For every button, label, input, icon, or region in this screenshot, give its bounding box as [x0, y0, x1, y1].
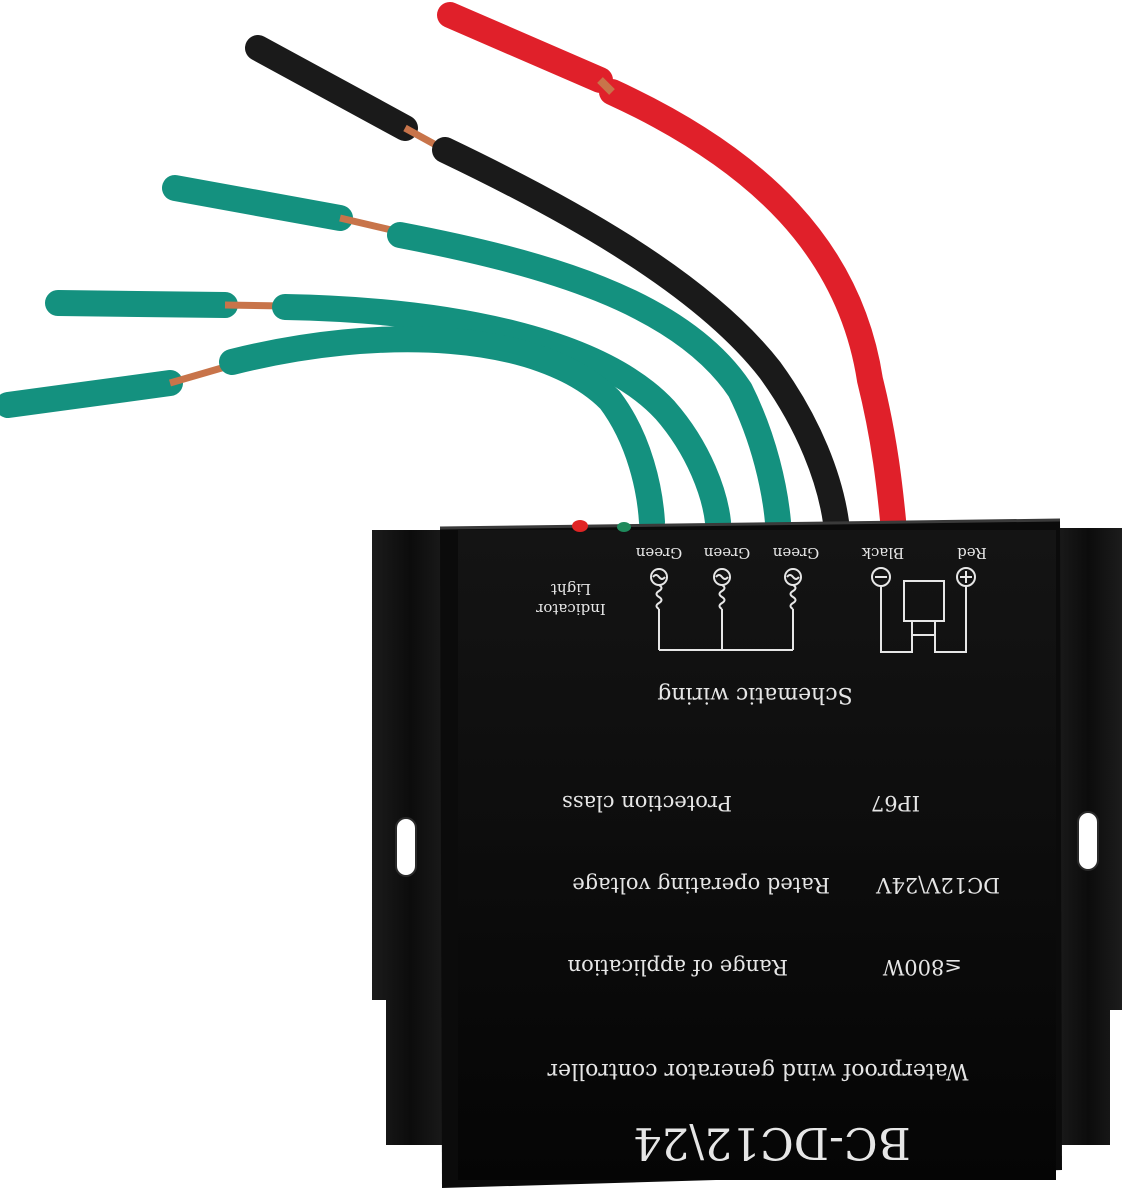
indicator-label-line2: Indicator	[535, 600, 605, 618]
wire-label-green-2: Green	[703, 544, 750, 562]
model-number: BC-DC12\24	[633, 1117, 910, 1168]
spec-value-voltage: DC12V\24V	[875, 873, 1000, 897]
generator-phase-2-icon	[713, 568, 731, 650]
wire-label-green-3: Green	[772, 544, 819, 562]
spec-label-voltage: Rated operating voltage	[572, 873, 830, 897]
black-wire	[245, 35, 849, 535]
wiring-schematic	[650, 567, 976, 653]
generator-phase-3-icon	[784, 568, 802, 650]
red-wire	[437, 2, 906, 533]
green-wire-1	[162, 175, 791, 535]
printed-labels: Green Green Green Black Red Light Indica…	[535, 544, 1000, 1168]
green-wire-2	[45, 290, 731, 535]
right-mounting-slot	[1077, 811, 1099, 871]
product-title: Waterproof wind generator controller	[547, 1058, 968, 1083]
spec-label-protection: Protection class	[562, 791, 732, 815]
wiring-title: Schematic wiring	[657, 682, 852, 707]
generator-phase-1-icon	[650, 568, 668, 650]
red-indicator-led	[572, 520, 588, 532]
spec-value-protection: IP67	[871, 791, 920, 815]
wire-bundle	[0, 2, 906, 535]
battery-icon	[903, 580, 945, 622]
green-indicator-led	[617, 522, 631, 532]
front-panel	[458, 530, 1056, 1180]
spec-label-range: Range of application	[568, 955, 788, 979]
wire-label-green-1: Green	[635, 544, 682, 562]
left-mounting-slot	[395, 817, 417, 877]
green-wire-3	[0, 326, 665, 535]
spec-value-range: ≤800W	[882, 955, 962, 979]
wire-label-black: Black	[861, 544, 904, 562]
controller-housing	[372, 518, 1122, 1188]
indicator-label-line1: Light	[551, 580, 591, 598]
wire-label-red: Red	[957, 544, 987, 562]
